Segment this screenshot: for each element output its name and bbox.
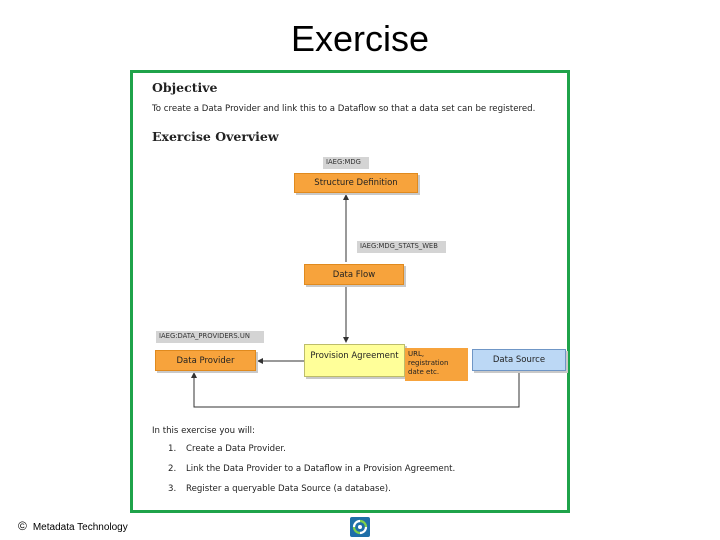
tag-structure: IAEG:MDG xyxy=(323,157,369,169)
note-line: date etc. xyxy=(408,368,440,376)
box-structure-definition: Structure Definition xyxy=(294,173,418,193)
box-data-flow: Data Flow xyxy=(304,264,404,285)
intro-text: In this exercise you will: xyxy=(152,426,255,436)
slide-title: Exercise xyxy=(290,18,430,59)
step-text: Register a queryable Data Source (a data… xyxy=(186,484,391,494)
box-provision-agreement: Provision Agreement xyxy=(304,344,405,377)
tag-provider: IAEG:DATA_PROVIDERS.UN xyxy=(156,331,264,343)
step-number: 2. xyxy=(168,464,177,474)
note-line: URL, xyxy=(408,350,425,358)
objective-heading: Objective xyxy=(152,80,218,95)
agreement-note: URL, registration date etc. xyxy=(405,348,468,381)
box-data-source: Data Source xyxy=(472,349,566,371)
box-data-provider: Data Provider xyxy=(155,350,256,371)
step-text: Create a Data Provider. xyxy=(186,444,286,454)
copyright-icon: © xyxy=(18,519,27,533)
footer-copyright: © Metadata Technology xyxy=(18,519,128,533)
step-text: Link the Data Provider to a Dataflow in … xyxy=(186,464,456,474)
step-number: 1. xyxy=(168,444,177,454)
company-name: Metadata Technology xyxy=(32,522,128,533)
overview-heading: Exercise Overview xyxy=(152,129,279,144)
list-item: 2. Link the Data Provider to a Dataflow i… xyxy=(168,464,455,484)
exercise-frame xyxy=(130,70,570,513)
arrow-source-to-provider xyxy=(191,371,520,408)
list-item: 3. Register a queryable Data Source (a da… xyxy=(168,484,455,504)
step-list: 1. Create a Data Provider. 2. Link the Dat… xyxy=(168,444,455,504)
step-number: 3. xyxy=(168,484,177,494)
objective-text: To create a Data Provider and link this … xyxy=(152,104,536,114)
note-line: registration xyxy=(408,359,449,367)
refresh-cycle-icon xyxy=(350,517,370,537)
tag-dataflow: IAEG:MDG_STATS_WEB xyxy=(357,241,446,253)
list-item: 1. Create a Data Provider. xyxy=(168,444,455,464)
